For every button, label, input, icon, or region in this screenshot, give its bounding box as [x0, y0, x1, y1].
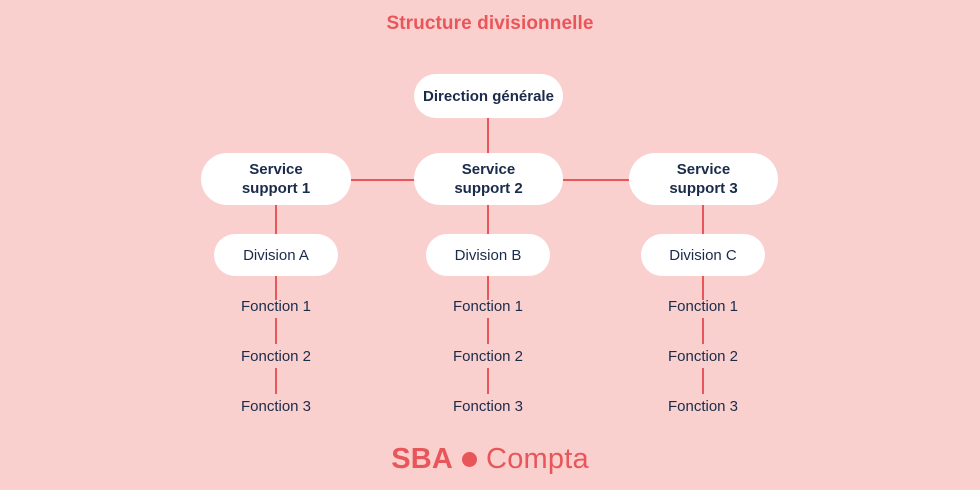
node-service-support-2-label-line2: support 2 — [454, 180, 523, 197]
brand-logo: SBA Compta — [0, 443, 980, 476]
connector-divisionC-to-fonction1 — [702, 276, 704, 300]
connector-service2-to-service3 — [562, 179, 629, 181]
node-service-support-1-label-line1: Service — [249, 160, 303, 178]
connector-fonction1-to-fonction2-col3 — [702, 318, 704, 344]
connector-fonction2-to-fonction3-col3 — [702, 368, 704, 394]
connector-fonction1-to-fonction2-col1 — [275, 318, 277, 344]
connector-direction-to-service2 — [487, 117, 489, 155]
dot-icon — [462, 452, 478, 467]
node-division-a-label: Division A — [243, 246, 309, 264]
node-fonction-1-col3: Fonction 1 — [667, 298, 739, 315]
node-fonction-1-col2: Fonction 1 — [452, 298, 524, 315]
node-fonction-3-col2: Fonction 3 — [452, 398, 524, 415]
node-service-support-1-label-line2: support 1 — [241, 180, 311, 197]
connector-service3-to-divisionC — [702, 205, 704, 235]
node-fonction-3-col3: Fonction 3 — [667, 398, 739, 415]
connector-service1-to-divisionA — [275, 205, 277, 235]
node-fonction-2-col3: Fonction 2 — [667, 348, 739, 365]
node-service-support-3-label-line1: Service — [676, 160, 731, 178]
node-division-c[interactable]: Division C — [641, 234, 765, 276]
connector-fonction2-to-fonction3-col1 — [275, 368, 277, 394]
node-service-support-3-label-line2: support 3 — [669, 180, 738, 197]
node-division-a[interactable]: Division A — [214, 234, 338, 276]
node-division-c-label: Division C — [669, 246, 737, 264]
page-title: Structure divisionnelle — [386, 13, 594, 34]
node-service-support-2-label-line1: Service — [461, 160, 516, 178]
brand-logo-compta: Compta — [486, 443, 589, 475]
node-service-support-3[interactable]: Service support 3 — [629, 153, 778, 205]
node-fonction-2-col1: Fonction 2 — [240, 348, 312, 365]
connector-divisionB-to-fonction1 — [487, 276, 489, 300]
node-division-b-label: Division B — [454, 246, 522, 264]
node-service-support-1[interactable]: Service support 1 — [201, 153, 351, 205]
node-fonction-3-col1: Fonction 3 — [240, 398, 312, 415]
node-direction-generale-label: Direction générale — [423, 87, 554, 105]
node-division-b[interactable]: Division B — [426, 234, 550, 276]
connector-divisionA-to-fonction1 — [275, 276, 277, 300]
connector-service1-to-service2 — [351, 179, 415, 181]
connector-fonction1-to-fonction2-col2 — [487, 318, 489, 344]
connector-fonction2-to-fonction3-col2 — [487, 368, 489, 394]
node-fonction-2-col2: Fonction 2 — [452, 348, 524, 365]
node-direction-generale[interactable]: Direction générale — [414, 74, 563, 118]
brand-logo-sba: SBA — [391, 443, 454, 475]
connector-service2-to-divisionB — [487, 205, 489, 235]
node-fonction-1-col1: Fonction 1 — [240, 298, 312, 315]
node-service-support-2[interactable]: Service support 2 — [414, 153, 563, 205]
